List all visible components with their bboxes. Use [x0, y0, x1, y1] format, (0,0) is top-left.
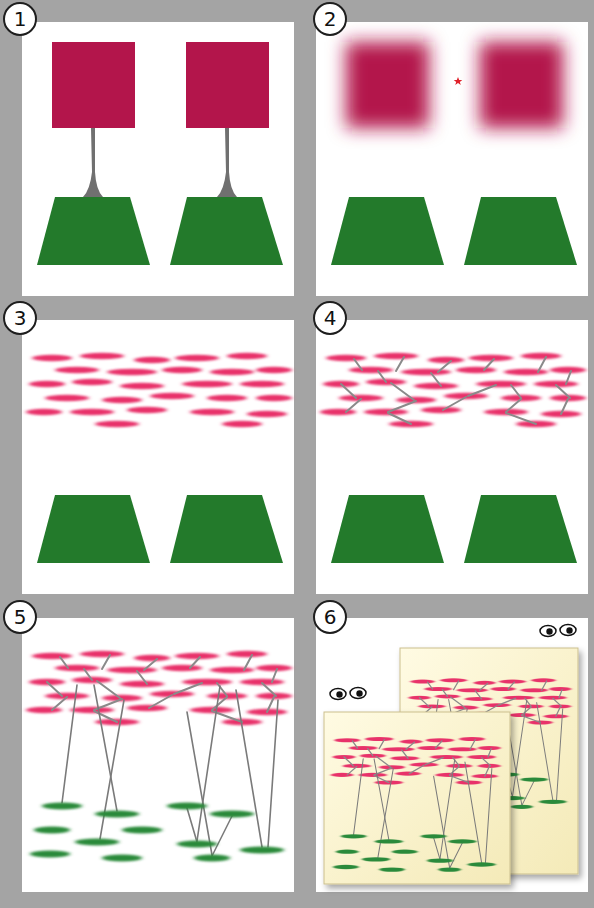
callout-number: 4	[324, 308, 337, 328]
callout-circle: 3	[3, 301, 37, 335]
callout-number: 5	[14, 607, 27, 627]
callout-number: 3	[14, 308, 27, 328]
callout-number: 1	[14, 9, 27, 29]
callout-number: 2	[324, 9, 337, 29]
callout-circle: 1	[3, 2, 37, 36]
callout-circle: 6	[313, 600, 347, 634]
callout-circle: 4	[313, 301, 347, 335]
callout-circle: 2	[313, 2, 347, 36]
callout-number: 6	[324, 607, 337, 627]
callout-circle: 5	[3, 600, 37, 634]
